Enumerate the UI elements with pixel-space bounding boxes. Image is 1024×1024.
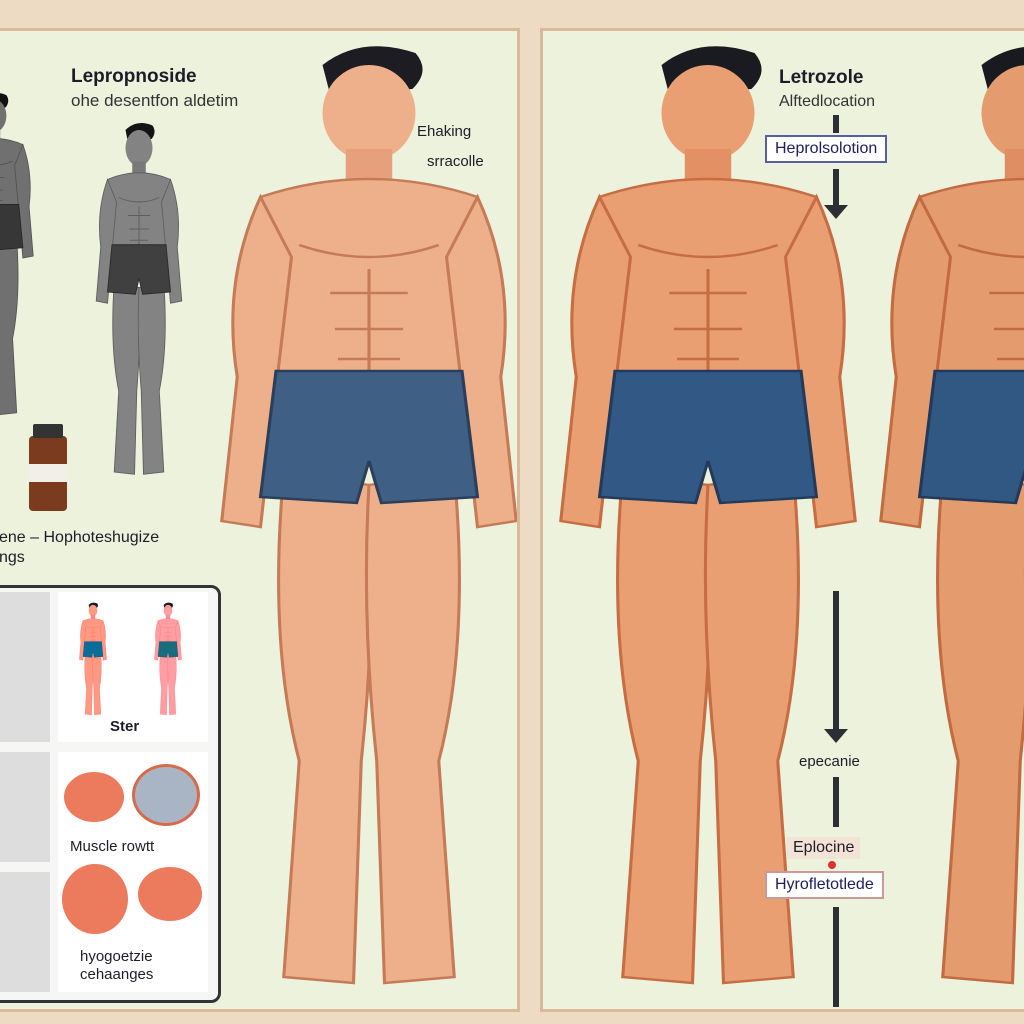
elderly-face-1 [0,592,50,742]
elderly-face-2 [0,752,50,862]
right-panel: Letrozole Alftedlocation Heprolsolotion … [540,28,1024,1012]
left-title: Lepropnoside [71,66,197,87]
caption-line-2: ngs [0,549,25,566]
main-figure [220,44,517,985]
arrow-down-icon [824,729,848,743]
label-1: Ehaking [417,123,472,140]
connector-line [833,169,839,205]
pill-icon [62,864,128,934]
right-subtitle: Alftedlocation [779,93,876,110]
muscle-diagram-cell: Ster [58,592,208,742]
muscle-figure [154,602,182,715]
pill-icon [138,867,202,921]
anatomy-figure [95,122,183,475]
pill-icon [64,772,124,822]
cell-label: Ster [110,718,140,735]
tag-label: Eplocine [787,837,861,859]
left-panel: Lepropnoside ohe desentfon aldetim Ehaki… [0,28,520,1012]
right-title: Letrozole [779,67,864,88]
pill-cross-section-icon [132,764,200,826]
cell-label: Muscle rowtt [70,838,155,855]
caption-line-1: ene – Hophoteshugize [0,529,160,546]
top-box: Heprolsolotion [765,135,888,163]
bottom-box: Hyrofletotlede [765,871,884,899]
pill-cell: Muscle rowtt hyogoetzie cehaanges [58,752,208,992]
connector-line [833,591,839,731]
mid-label: epecanie [799,753,860,770]
connector-line [833,907,839,1007]
medicine-bottle-icon [29,424,67,511]
muscle-figure [79,602,107,715]
left-subtitle: ohe desentfon aldetim [71,91,239,110]
connector-line [833,777,839,827]
cell-label: hyogoetzie [80,948,153,965]
arrow-down-icon [824,205,848,219]
secondary-figure [879,44,1024,985]
elderly-face-3 [0,872,50,992]
red-dot [828,861,836,869]
connector-line [833,115,839,133]
cell-label: cehaanges [80,966,154,983]
label-2: srracolle [427,153,484,170]
anatomy-figure-partial [0,92,34,416]
info-grid: Ster Muscle rowtt hyogoetzie cehaanges [0,585,221,1003]
